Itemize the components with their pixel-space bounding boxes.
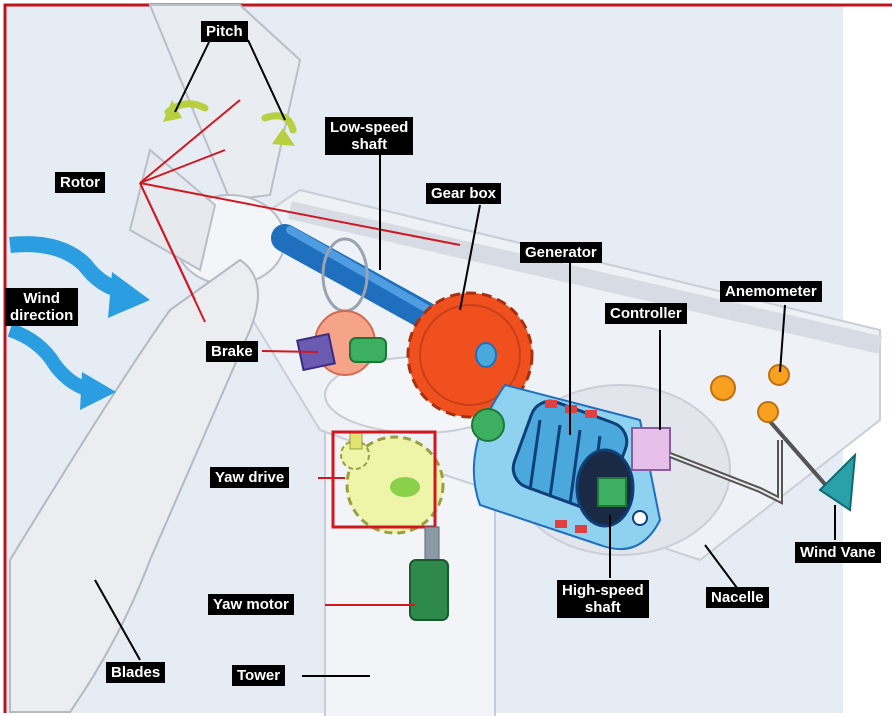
label-yaw-motor: Yaw motor xyxy=(208,594,294,615)
label-nacelle: Nacelle xyxy=(706,587,769,608)
label-anemometer: Anemometer xyxy=(720,281,822,302)
label-pitch: Pitch xyxy=(201,21,248,42)
label-wind-direction: Wind direction xyxy=(5,288,78,326)
label-wind-vane: Wind Vane xyxy=(795,542,881,563)
label-gear-box: Gear box xyxy=(426,183,501,204)
label-high-speed-shaft: High-speed shaft xyxy=(557,580,649,618)
anemometer-cup xyxy=(711,376,735,400)
label-low-speed-shaft: Low-speed shaft xyxy=(325,117,413,155)
label-blades: Blades xyxy=(106,662,165,683)
label-brake: Brake xyxy=(206,341,258,362)
yaw-motor xyxy=(410,560,448,620)
label-tower: Tower xyxy=(232,665,285,686)
label-generator: Generator xyxy=(520,242,602,263)
high-speed-gear xyxy=(472,409,504,441)
controller-box xyxy=(632,428,670,470)
label-rotor: Rotor xyxy=(55,172,105,193)
label-controller: Controller xyxy=(605,303,687,324)
label-yaw-drive: Yaw drive xyxy=(210,467,289,488)
